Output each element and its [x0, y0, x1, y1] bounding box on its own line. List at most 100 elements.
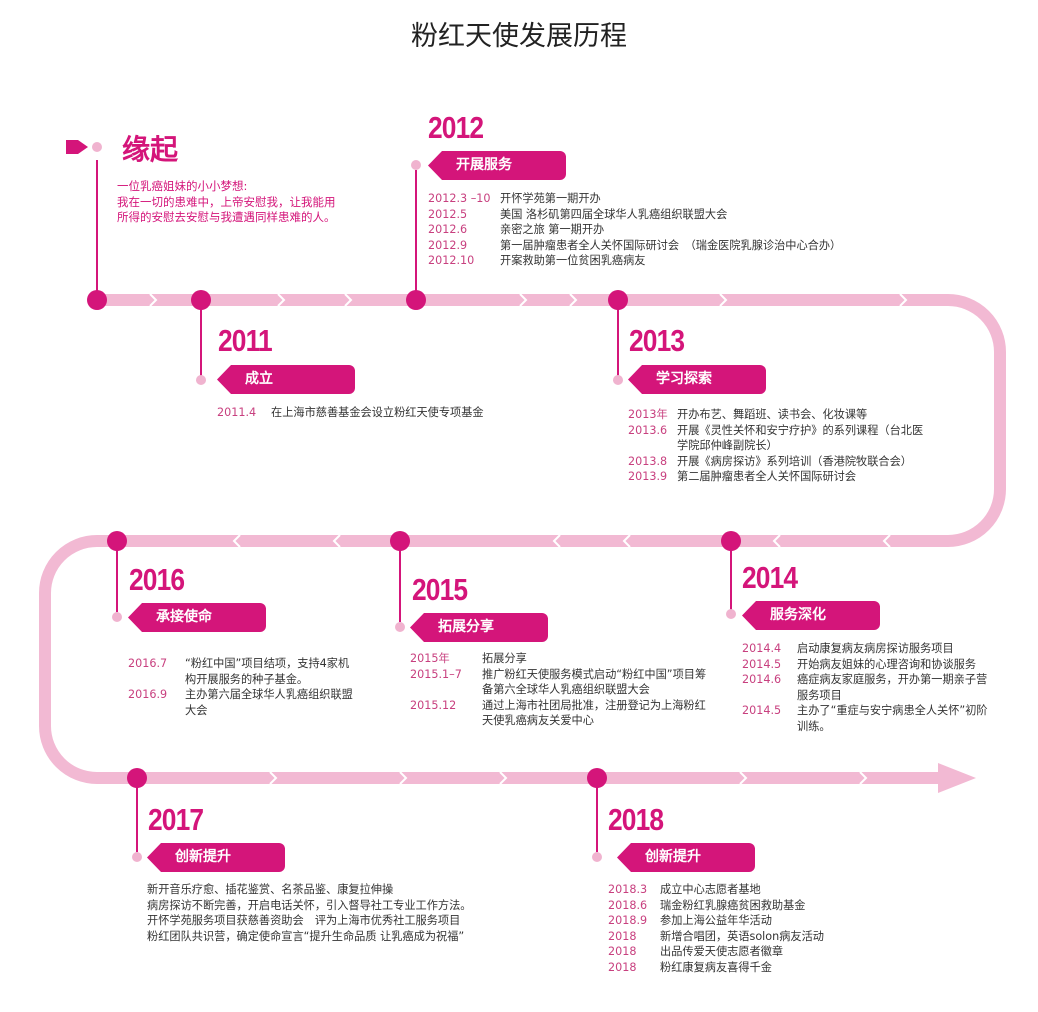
list-item: 2013年开办布艺、舞蹈班、读书会、化妆课等: [628, 407, 928, 423]
item-date: 2018: [608, 960, 637, 974]
list-item: 2018 出品传爱天使志愿者徽章: [608, 944, 868, 960]
item-text: 开展《病房探访》系列培训（香港院牧联合会）: [677, 454, 912, 468]
list-item: 2012.10 开案救助第一位贫困乳癌病友: [428, 253, 888, 269]
tag-2013: 学习探索: [628, 365, 766, 394]
tag-2016: 承接使命: [128, 603, 266, 632]
item-date: 2014.4: [742, 642, 782, 655]
item-text: 通过上海市社团局批准，注册登记为上海粉红天使乳癌病友关爱中心: [482, 698, 706, 728]
list-item: 2012.5 美国 洛杉矶第四届全球华人乳癌组织联盟大会: [428, 207, 888, 223]
item-date: 2018.6: [608, 898, 648, 912]
origin-line: 我在一切的患难中，上帝安慰我，让我能用: [117, 194, 336, 209]
year-2014: 2014: [742, 560, 798, 595]
item-text: 开展《灵性关怀和安宁疗护》的系列课程（台北医学院邱仲峰副院长）: [677, 423, 924, 453]
year-2011: 2011: [218, 323, 273, 358]
item-date: 2012.10: [428, 254, 475, 268]
item-date: 2018: [608, 945, 637, 959]
year-2017: 2017: [148, 802, 204, 837]
item-text: 参加上海公益年华活动: [660, 914, 772, 928]
tag-2018: 创新提升: [617, 843, 755, 872]
small-dots: [92, 142, 736, 862]
track-arrow-head: [938, 763, 976, 793]
item-date: 2012.6: [428, 223, 468, 237]
items-2014: 2014.4 启动康复病友病房探访服务项目 2014.5 开始病友姐妹的心理咨询和协谈…: [742, 641, 997, 735]
list-item: 2013.6 开展《灵性关怀和安宁疗护》的系列课程（台北医学院邱仲峰副院长）: [628, 423, 928, 454]
item-date: 2015年: [410, 652, 450, 665]
item-text: 开办布艺、舞蹈班、读书会、化妆课等: [677, 408, 868, 421]
list-item: 粉红团队共识营，确定使命宣言“提升生命品质 让乳癌成为祝福”: [147, 929, 465, 943]
item-text: 美国 洛杉矶第四届全球华人乳癌组织联盟大会: [500, 207, 728, 221]
item-date: 2014.6: [742, 673, 782, 687]
origin-text: 一位乳癌姐妹的小小梦想: 我在一切的患难中，上帝安慰我，让我能用 所得的安慰去安…: [117, 179, 336, 226]
origin-tag-icon: [66, 140, 88, 154]
item-text: 开始病友姐妹的心理咨询和协谈服务: [797, 657, 977, 671]
item-date: 2012.5: [428, 207, 468, 221]
item-date: 2012.9: [428, 238, 468, 252]
milestone-nodes: [87, 290, 741, 788]
tag-2011: 成立: [217, 365, 355, 394]
item-text: 第二届肿瘤患者全人关怀国际研讨会: [677, 470, 857, 484]
item-text: 亲密之旅 第一期开办: [500, 223, 605, 237]
list-item: 开怀学苑服务项目获慈善资助会 评为上海市优秀社工服务项目: [147, 914, 461, 928]
item-date: 2014.5: [742, 704, 782, 718]
item-text: 粉红康复病友喜得千金: [660, 960, 772, 974]
list-item: 2012.6 亲密之旅 第一期开办: [428, 222, 888, 238]
origin-line: 一位乳癌姐妹的小小梦想:: [117, 179, 248, 193]
track-chevrons: [149, 293, 908, 785]
item-text: 启动康复病友病房探访服务项目: [797, 642, 954, 655]
item-text: 新增合唱团，英语solon病友活动: [660, 929, 824, 943]
item-date: 2018.3: [608, 883, 648, 896]
item-text: 第一届肿瘤患者全人关怀国际研讨会 （瑞金医院乳腺诊治中心合办）: [500, 238, 842, 252]
list-item: 2018.9 参加上海公益年华活动: [608, 913, 868, 929]
year-2016: 2016: [129, 562, 185, 597]
item-text: “粉红中国”项目结项，支持4家机构开展服务的种子基金。: [185, 657, 350, 686]
item-date: 2016.7: [128, 657, 168, 670]
item-text: 成立中心志愿者基地: [660, 883, 761, 896]
list-item: 病房探访不断完善，开启电话关怀，引入督导社工专业工作方法。: [147, 898, 472, 912]
year-2013: 2013: [629, 323, 685, 358]
list-item: 2013.9 第二届肿瘤患者全人关怀国际研讨会: [628, 469, 928, 485]
item-text: 在上海市慈善基金会设立粉红天使专项基金: [271, 406, 484, 419]
item-date: 2013.6: [628, 423, 668, 437]
year-2015: 2015: [412, 572, 468, 607]
items-2017: 新开音乐疗愈、插花鉴赏、名茶品鉴、康复拉伸操 病房探访不断完善，开启电话关怀，引…: [147, 882, 527, 944]
item-date: 2015.12: [410, 698, 457, 712]
item-date: 2018.9: [608, 914, 648, 928]
list-item: 2015.12 通过上海市社团局批准，注册登记为上海粉红天使乳癌病友关爱中心: [410, 698, 710, 729]
item-date: 2015.1–7: [410, 667, 462, 681]
list-item: 2018.3 成立中心志愿者基地: [608, 882, 868, 898]
tag-2017: 创新提升: [147, 843, 285, 872]
item-date: 2013年: [628, 408, 668, 421]
item-date: 2013.9: [628, 470, 668, 484]
origin-line: 所得的安慰去安慰与我遭遇同样患难的人。: [117, 210, 336, 224]
item-text: 癌症病友家庭服务，开办第一期亲子营服务项目: [797, 673, 988, 702]
item-date: 2014.5: [742, 657, 782, 671]
item-text: 瑞金粉红乳腺癌贫困救助基金: [660, 898, 806, 912]
item-text: 开案救助第一位贫困乳癌病友: [500, 254, 646, 268]
item-text: 出品传爱天使志愿者徽章: [660, 945, 784, 959]
list-item: 2015.1–7 推广粉红天使服务模式启动“粉红中国”项目筹备第六全球华人乳癌组织…: [410, 667, 710, 698]
list-item: 新开音乐疗愈、插花鉴赏、名茶品鉴、康复拉伸操: [147, 883, 394, 896]
year-2018: 2018: [608, 802, 664, 837]
connector-lines: [96, 160, 732, 852]
list-item: 2014.5 开始病友姐妹的心理咨询和协谈服务: [742, 657, 997, 673]
item-text: 推广粉红天使服务模式启动“粉红中国”项目筹备第六全球华人乳癌组织联盟大会: [482, 667, 707, 697]
list-item: 2018.6 瑞金粉红乳腺癌贫困救助基金: [608, 898, 868, 914]
list-item: 2012.9 第一届肿瘤患者全人关怀国际研讨会 （瑞金医院乳腺诊治中心合办）: [428, 238, 888, 254]
item-date: 2016.9: [128, 688, 168, 702]
track-path: [39, 294, 1006, 784]
page-title: 粉红天使发展历程: [411, 21, 627, 52]
list-item: 2014.4 启动康复病友病房探访服务项目: [742, 641, 997, 657]
